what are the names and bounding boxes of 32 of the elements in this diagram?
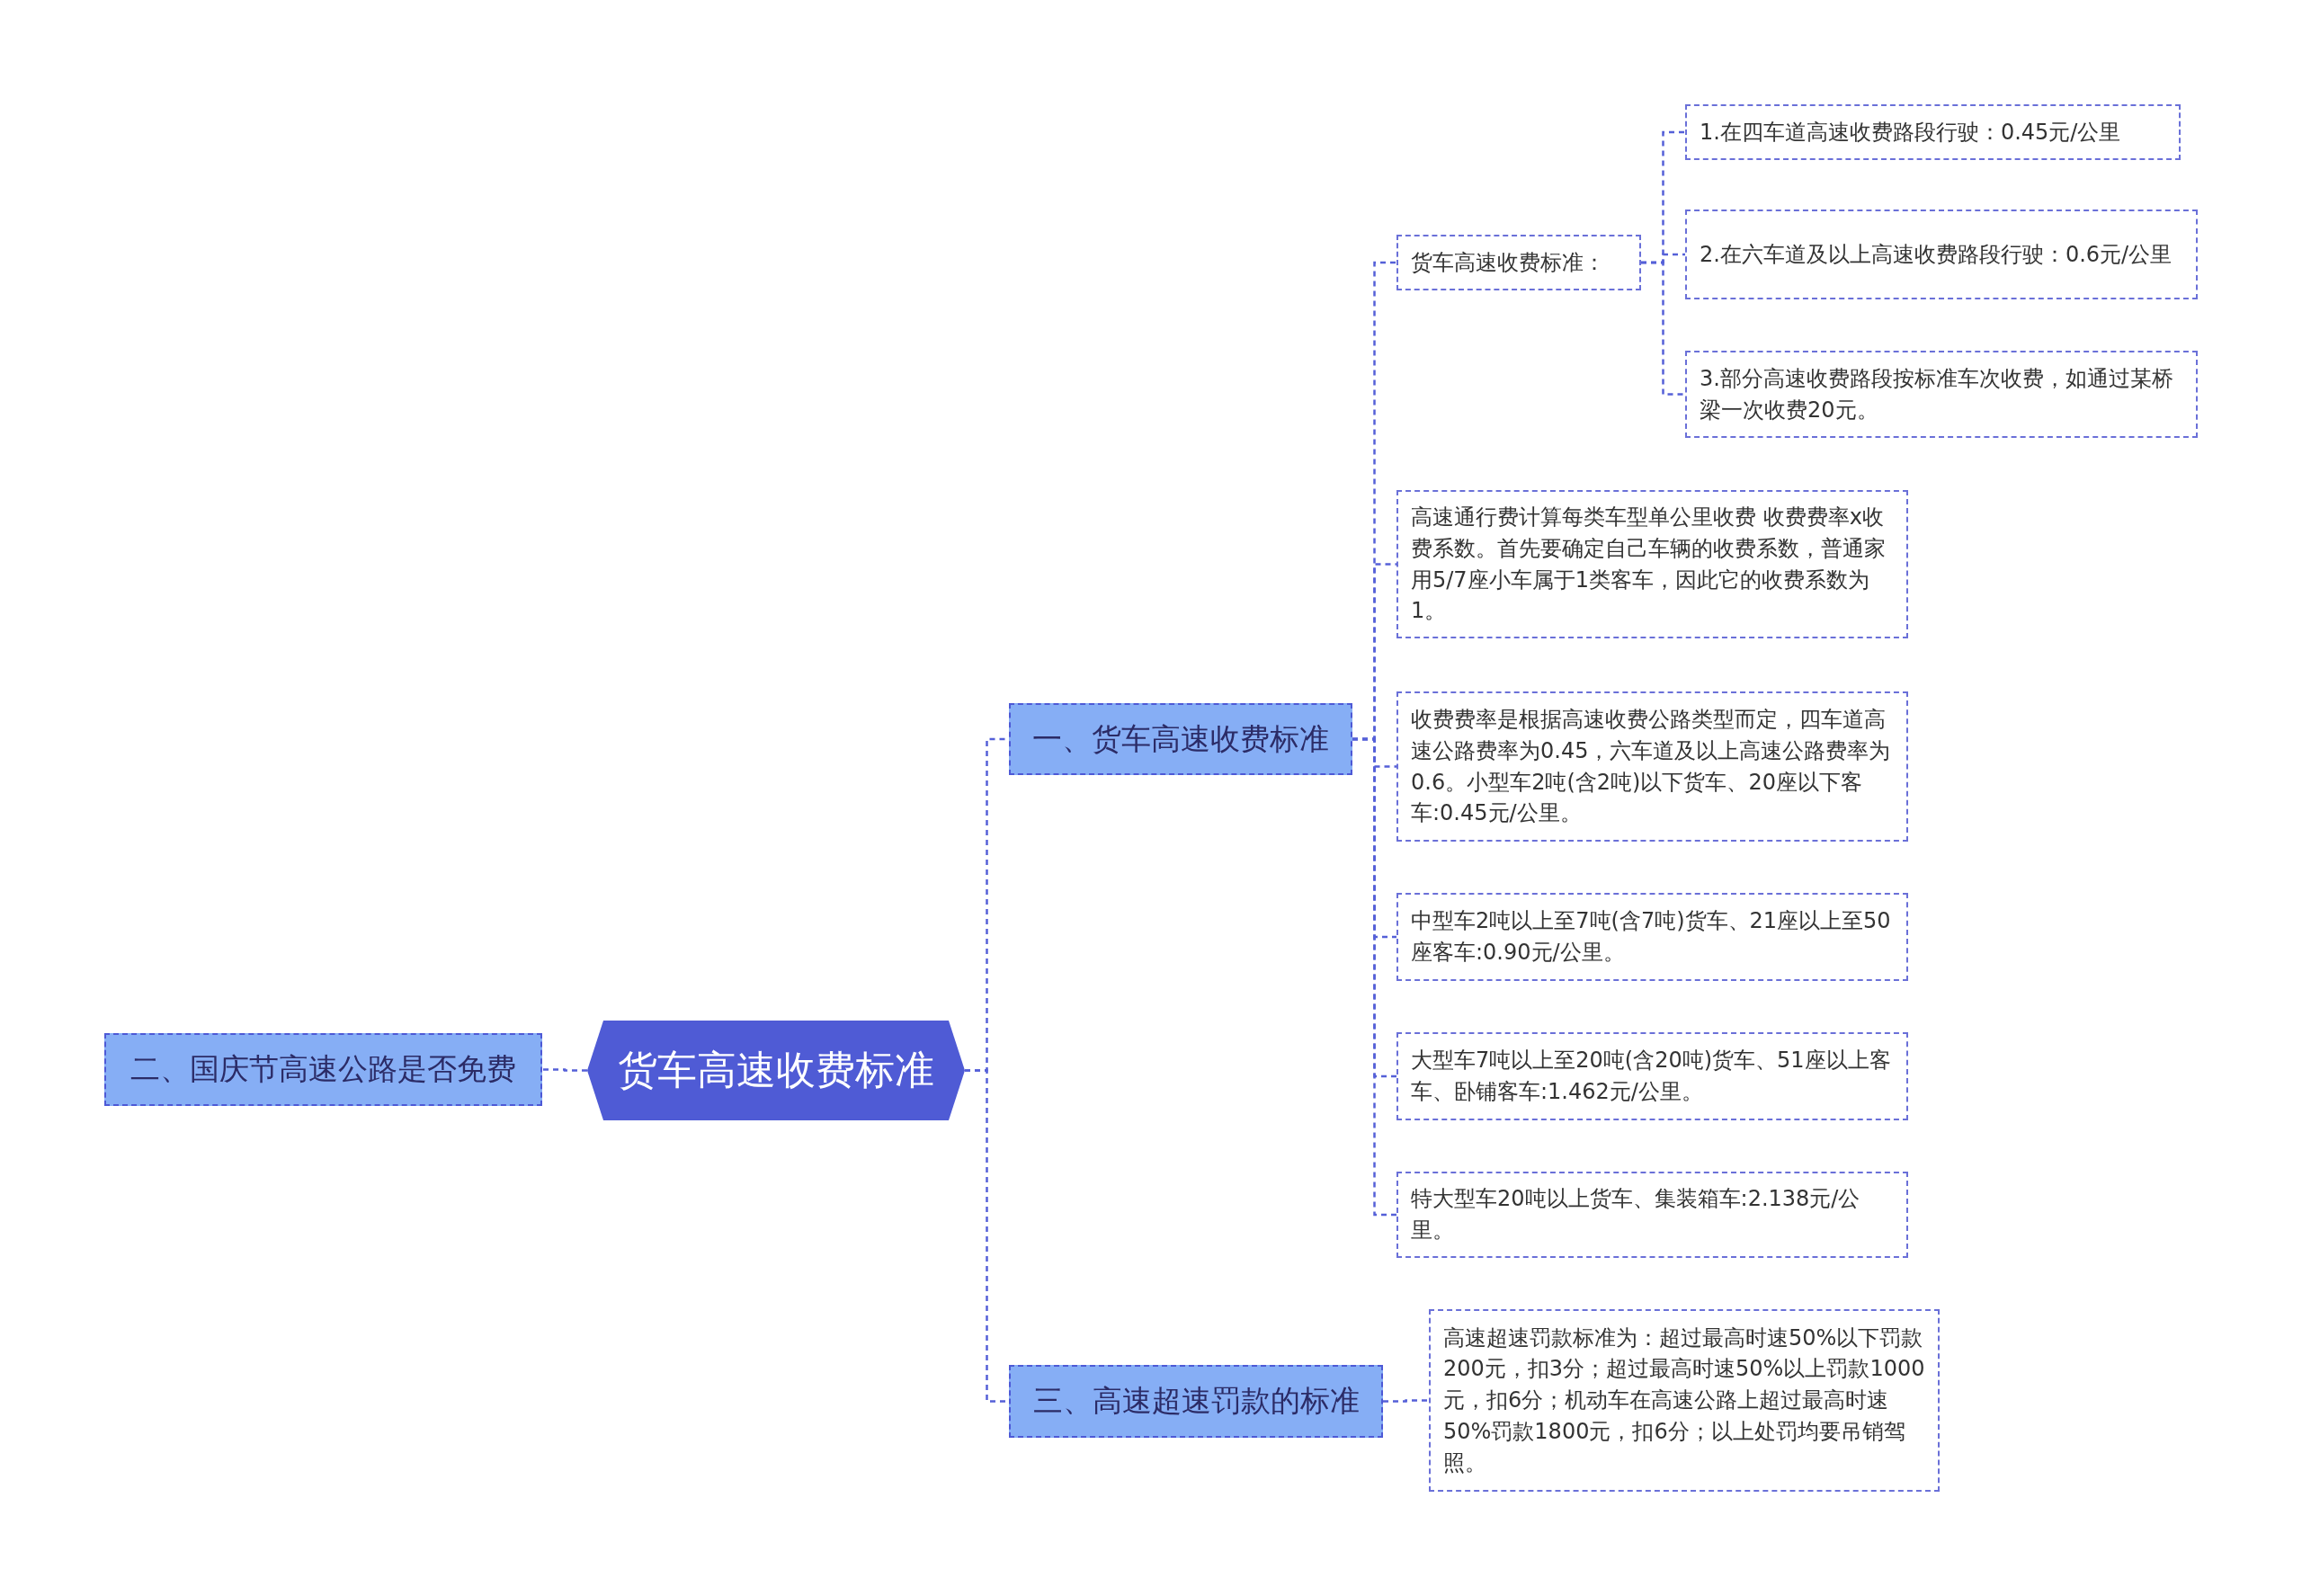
subtopic-box xyxy=(1396,1172,1908,1258)
topic-text: 三、高速超速罚款的标准 xyxy=(1032,1382,1360,1420)
subtopic-box xyxy=(1685,351,2198,438)
subtopic-box xyxy=(1396,490,1908,638)
subtopic-box xyxy=(1396,893,1908,981)
topic-text: 高速超速罚款标准为：超过最高时速50%以下罚款200元，扣3分；超过最高时速50%以上罚款1000元，扣6分；机动车在高速公路上超过最高时速50%罚款1800元，扣6分；以上处罚均要吊销驾照。 xyxy=(1443,1324,1925,1477)
connector-line xyxy=(542,1068,587,1072)
topic-text: 货车高速收费标准 xyxy=(618,1046,934,1094)
subtopic-box xyxy=(1396,235,1641,290)
topic-text: 一、货车高速收费标准 xyxy=(1032,719,1329,758)
topic-text: 收费费率是根据高速收费公路类型而定，四车道高速公路费率为0.45，六车道及以上高速公路费率为0.6。小型车2吨(含2吨)以下货车、20座以下客车:0.45元/公里。 xyxy=(1411,705,1892,828)
topic-text: 货车高速收费标准： xyxy=(1411,248,1606,277)
connector-line xyxy=(1352,737,1396,1217)
topic-text: 1.在四车道高速收费路段行驶：0.45元/公里 xyxy=(1700,118,2122,147)
topic-text: 特大型车20吨以上货车、集装箱车:2.138元/公里。 xyxy=(1411,1185,1861,1244)
connector-line xyxy=(1383,1399,1429,1403)
topic-text: 中型车2吨以上至7吨(含7吨)货车、21座以上至50座客车:0.90元/公里。 xyxy=(1411,907,1892,967)
topic-text: 二、国庆节高速公路是否免费 xyxy=(130,1050,516,1088)
topic-box xyxy=(1009,703,1352,775)
topic-text: 高速通行费计算每类车型单公里收费 收费费率x收费系数。首先要确定自己车辆的收费系数，普通家用5/7座小车属于1类客车，因此它的收费系数为1。 xyxy=(1411,503,1887,626)
subtopic-box xyxy=(1396,691,1908,842)
topic-text: 2.在六车道及以上高速收费路段行驶：0.6元/公里 xyxy=(1700,240,2173,269)
topic-text: 3.部分高速收费路段按标准车次收费，如通过某桥梁一次收费20元。 xyxy=(1700,364,2174,424)
subtopic-box xyxy=(1429,1309,1940,1492)
subtopic-box xyxy=(1685,104,2181,160)
subtopic-box xyxy=(1396,1032,1908,1120)
central-topic-hexagon xyxy=(587,1021,965,1120)
topic-box xyxy=(104,1033,542,1106)
topic-text: 大型车7吨以上至20吨(含20吨)货车、51座以上客车、卧铺客车:1.462元/公里。 xyxy=(1411,1047,1892,1106)
subtopic-box xyxy=(1685,210,2198,299)
topic-box xyxy=(1009,1365,1383,1438)
connector-line xyxy=(1641,261,1685,396)
